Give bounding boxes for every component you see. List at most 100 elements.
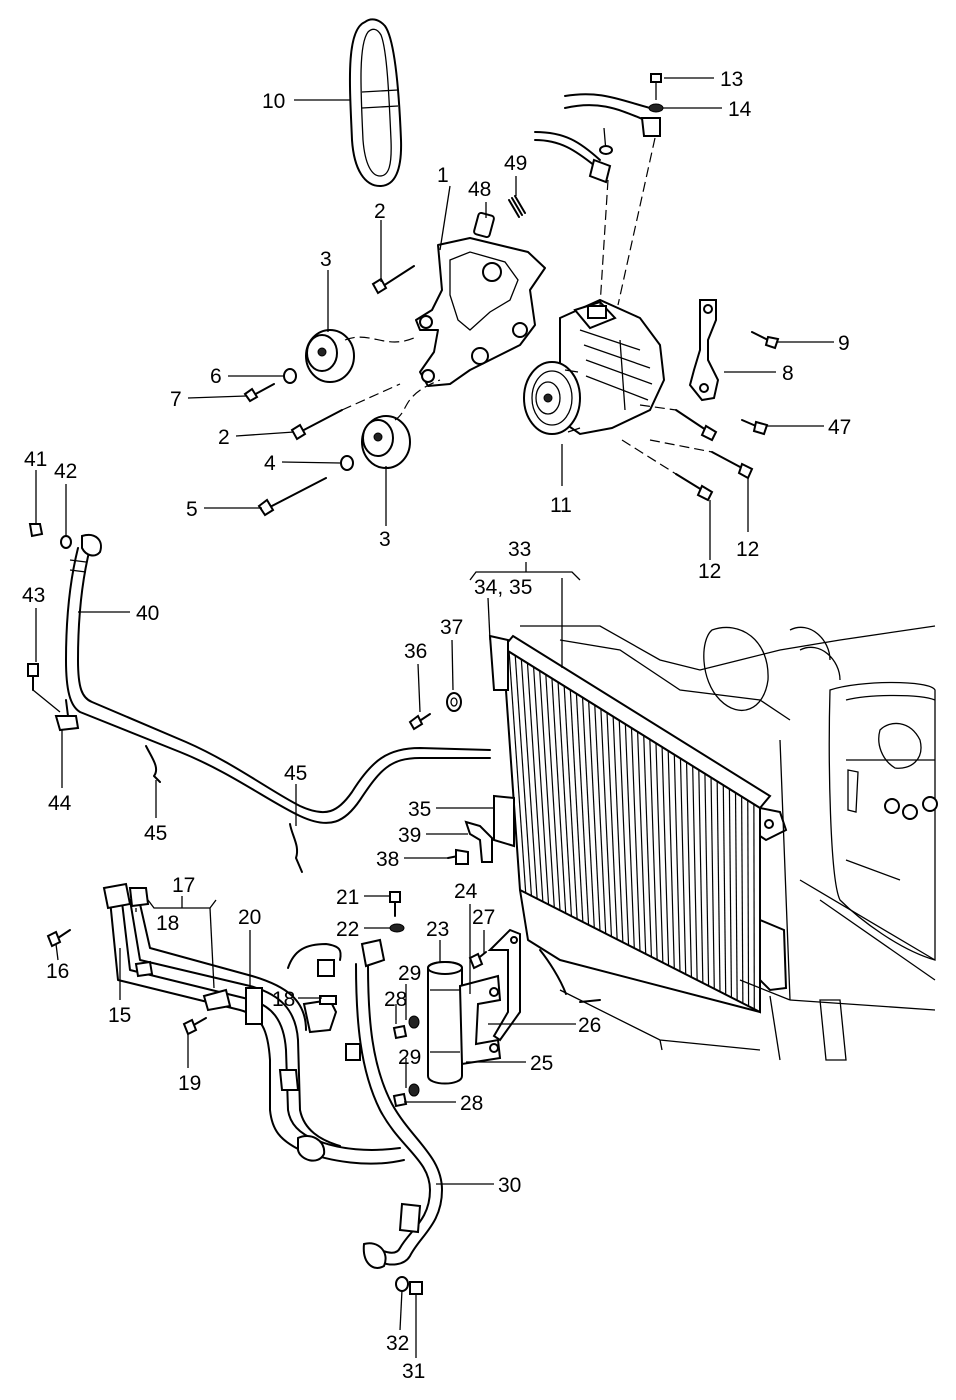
- support-bracket: [688, 299, 720, 402]
- nut-28b: [392, 1092, 408, 1108]
- compressor-bolt-c: [675, 473, 714, 502]
- grommet-37: [446, 692, 462, 712]
- washer-22: [389, 923, 405, 933]
- bolt-36: [408, 713, 431, 731]
- callout-39: 39: [398, 824, 421, 847]
- leader-lines: [35, 77, 834, 1358]
- condenser-fin: [630, 727, 641, 952]
- condenser-fin: [649, 739, 658, 960]
- condenser-fin: [508, 651, 527, 893]
- callout-21: 21: [336, 886, 359, 909]
- seal-29a: [408, 1015, 420, 1029]
- condenser-fin: [618, 720, 630, 946]
- condenser-fin: [624, 724, 635, 949]
- nut-31: [409, 1281, 423, 1295]
- callout-1: 1: [437, 164, 449, 187]
- bolt-27: [468, 951, 487, 970]
- callout-7: 7: [170, 388, 182, 411]
- long-bolt: [257, 477, 327, 517]
- callout-17: 17: [172, 874, 195, 897]
- callout-30: 30: [498, 1174, 521, 1197]
- condenser-fin: [539, 670, 555, 908]
- bushing: [473, 211, 495, 239]
- condenser-fin: [692, 766, 698, 981]
- callout-22: 22: [336, 918, 359, 941]
- nut-41: [28, 523, 44, 538]
- bracket-bolt-lower: [290, 409, 343, 441]
- condenser-fin: [734, 792, 738, 1001]
- compressor-bolt-a: [675, 409, 718, 442]
- compressor-bolt-b: [711, 451, 754, 480]
- condenser-fin: [526, 663, 544, 902]
- callout-33: 33: [508, 538, 531, 561]
- callout-15: 15: [108, 1004, 131, 1027]
- callout-47: 47: [828, 416, 851, 439]
- pulley-axis-lower: [394, 379, 441, 421]
- callout-6: 6: [210, 365, 222, 388]
- condenser-fin: [600, 708, 613, 937]
- callout-35: 35: [408, 798, 431, 821]
- condenser-fin: [728, 788, 733, 998]
- seal-29b: [408, 1083, 420, 1097]
- callout-37: 37: [440, 616, 463, 639]
- condenser-fin: [532, 667, 550, 905]
- condenser-fin: [716, 781, 721, 992]
- condenser-fin: [667, 750, 675, 969]
- pulley-axis-upper: [344, 336, 415, 343]
- bolt-38: [447, 848, 469, 865]
- callout-40: 40: [136, 602, 159, 625]
- callout-18-lower: 18: [272, 988, 295, 1011]
- condenser-fin: [710, 777, 715, 989]
- callout-20: 20: [238, 906, 261, 929]
- callout-9: 9: [838, 332, 850, 355]
- condenser-fin: [643, 735, 653, 957]
- callout-45-left: 45: [144, 822, 167, 845]
- callout-3-lower: 3: [379, 528, 391, 551]
- drier-bracket: [458, 928, 521, 1066]
- nut-28a: [392, 1024, 408, 1040]
- condenser-fin: [594, 705, 607, 934]
- condenser-fin: [569, 689, 584, 922]
- condenser-fin: [673, 754, 681, 972]
- callout-32: 32: [386, 1332, 409, 1355]
- spacer-washer: [340, 455, 354, 471]
- condenser: [488, 634, 788, 1061]
- drive-belt: [348, 18, 403, 187]
- callout-34-35: 34, 35: [474, 576, 532, 599]
- screw-21: [389, 891, 401, 917]
- condenser-fin: [722, 785, 727, 995]
- condenser-fin: [557, 682, 573, 917]
- callout-2-lower: 2: [218, 426, 230, 449]
- callout-2-upper: 2: [374, 200, 386, 223]
- bolt-47: [741, 419, 769, 436]
- refrigerant-line-long: [65, 534, 491, 824]
- bolt-axes: [621, 404, 713, 475]
- callout-5: 5: [186, 498, 198, 521]
- callout-14: 14: [728, 98, 752, 121]
- callout-12-left: 12: [698, 560, 721, 583]
- plug-18: [134, 960, 154, 978]
- callout-25: 25: [530, 1052, 553, 1075]
- callout-4: 4: [264, 452, 276, 475]
- bracket-bolt-upper: [371, 265, 415, 295]
- callout-11: 11: [550, 494, 572, 517]
- compressor-hose-pipes: [534, 93, 661, 307]
- callout-42: 42: [54, 460, 77, 483]
- condenser-fin: [545, 674, 561, 911]
- discharge-hose: [345, 938, 443, 1269]
- condenser-fin: [704, 773, 710, 986]
- callout-18-upper: 18: [156, 912, 179, 935]
- bolt-19: [182, 1017, 207, 1036]
- idler-pulley-lower: [361, 415, 411, 469]
- condenser-fin: [551, 678, 567, 914]
- condenser-fin: [588, 701, 601, 931]
- condenser-fin: [679, 758, 687, 975]
- clip-45a: [145, 745, 161, 783]
- callout-41: 41: [24, 448, 47, 471]
- callout-19: 19: [178, 1072, 201, 1095]
- stud-bolt: [508, 195, 526, 218]
- callout-13: 13: [720, 68, 743, 91]
- callout-labels: 10 1 48 49 2 3 6 7 2 4 5 3 11 13 14 8 9 …: [22, 68, 851, 1383]
- callout-38: 38: [376, 848, 399, 871]
- condenser-fin: [661, 747, 670, 966]
